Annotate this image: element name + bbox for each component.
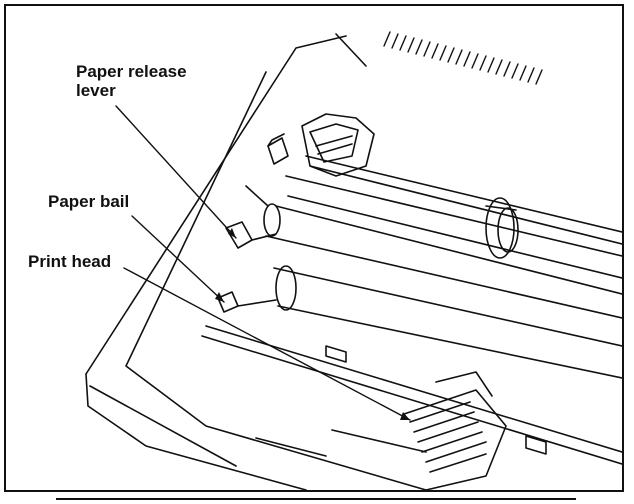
bottom-rule <box>56 498 576 500</box>
figure-frame: Paper release lever Paper bail Print hea… <box>4 4 624 492</box>
vent-slots <box>384 32 542 84</box>
label-paper-release-lever: Paper release lever <box>76 62 187 100</box>
left-mechanism <box>218 186 276 312</box>
print-head-carriage <box>256 372 506 490</box>
label-paper-bail: Paper bail <box>48 192 129 211</box>
platen-and-shafts <box>264 156 622 378</box>
tractor-assembly <box>268 114 374 176</box>
printer-cover-outline <box>86 34 426 490</box>
leader-lines <box>116 106 410 420</box>
label-print-head: Print head <box>28 252 111 271</box>
